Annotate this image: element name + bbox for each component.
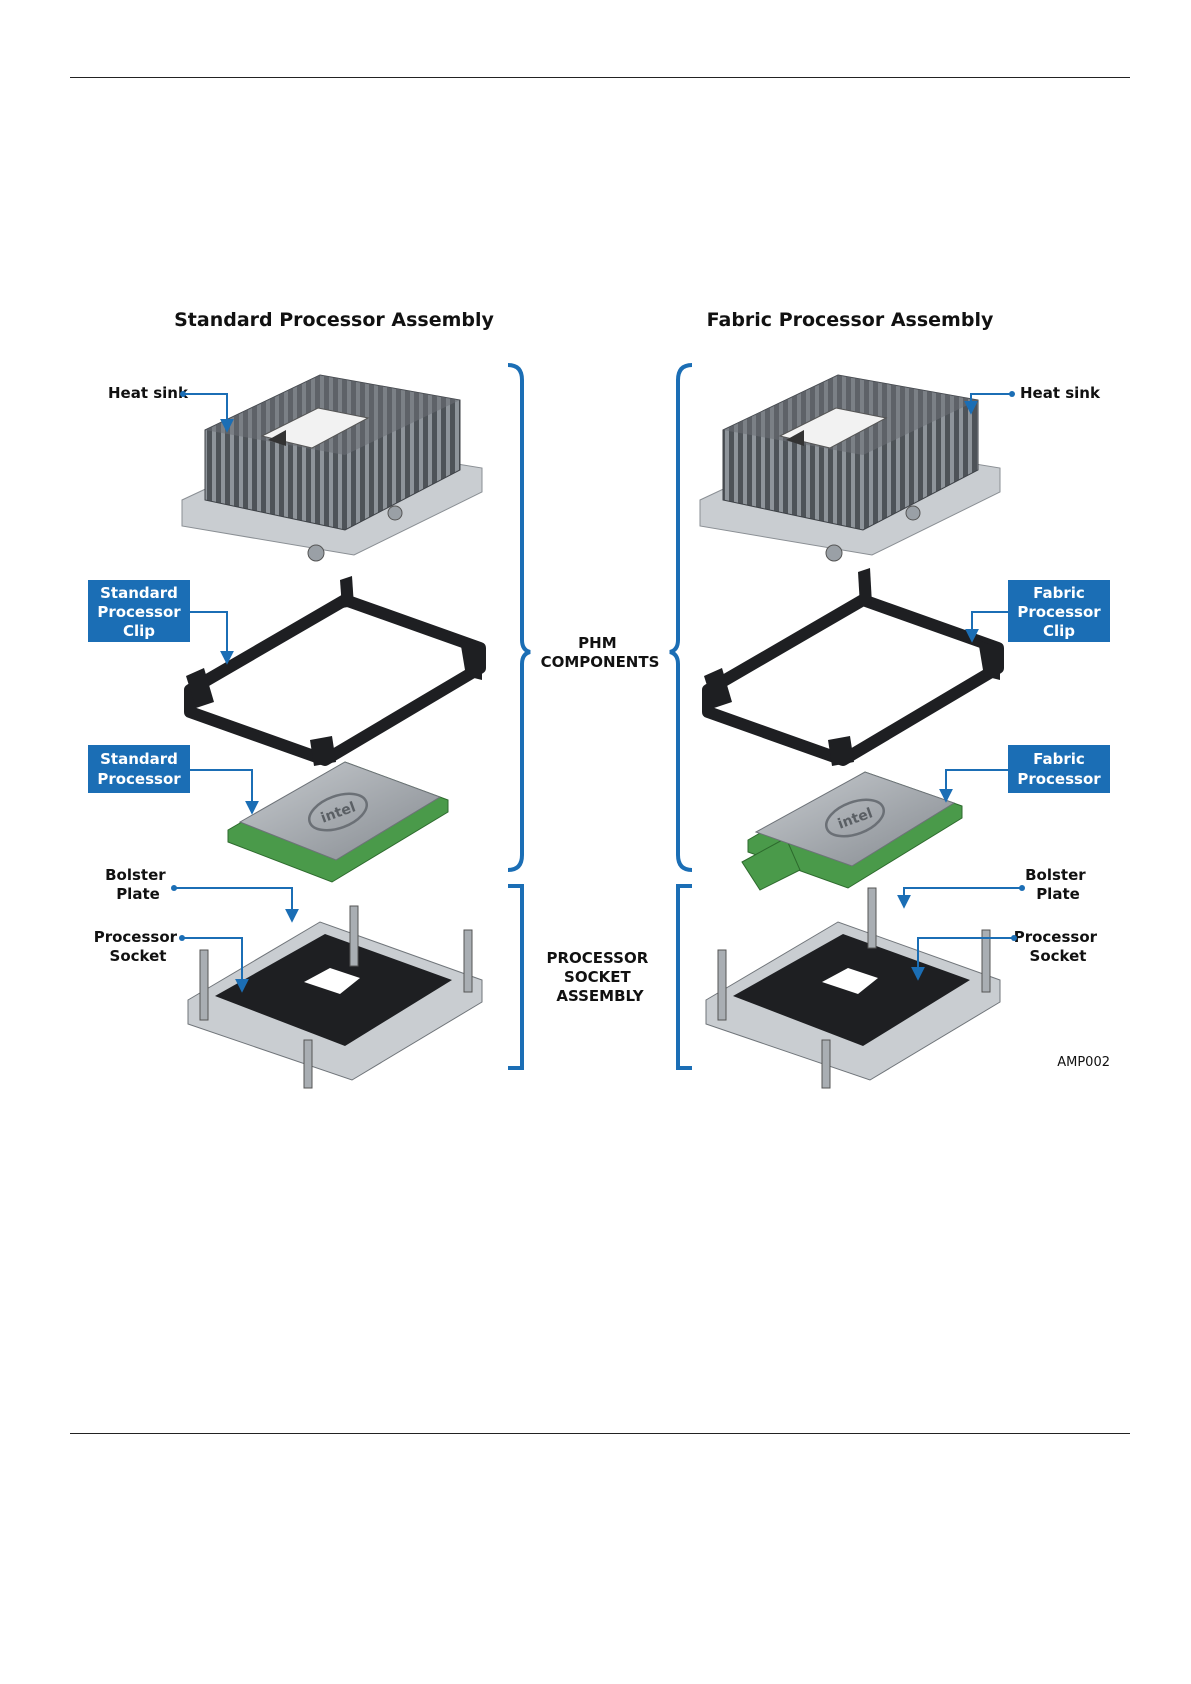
svg-text:Processor: Processor	[97, 603, 181, 621]
svg-text:Clip: Clip	[123, 622, 155, 640]
svg-text:Standard: Standard	[100, 584, 178, 602]
svg-text:Processor: Processor	[97, 770, 181, 788]
fabric-processor-callout: Fabric Processor	[1008, 745, 1110, 793]
phm-components-label: PHM COMPONENTS	[541, 634, 660, 671]
phm-left-brace	[508, 365, 530, 870]
standard-socket-label: Processor Socket	[94, 928, 183, 965]
socket-assembly-right-bracket	[678, 886, 692, 1068]
svg-text:Standard: Standard	[100, 750, 178, 768]
fabric-processor: intel	[742, 772, 962, 890]
standard-processor-leader	[190, 770, 252, 812]
fabric-socket-label: Processor Socket	[1014, 928, 1103, 965]
standard-clip-leader	[190, 612, 227, 662]
standard-socket-assembly	[188, 906, 482, 1088]
svg-text:Clip: Clip	[1043, 622, 1075, 640]
processor-socket-assembly-label: PROCESSOR SOCKET ASSEMBLY	[546, 949, 653, 1005]
phm-right-brace	[670, 365, 692, 870]
standard-assembly-title: Standard Processor Assembly	[174, 309, 494, 331]
svg-text:Processor: Processor	[1017, 603, 1101, 621]
standard-processor: intel	[228, 762, 448, 882]
standard-bolster-leader	[176, 888, 292, 920]
socket-assembly-left-bracket	[508, 886, 522, 1068]
fabric-processor-clip	[704, 568, 1000, 766]
svg-text:Fabric: Fabric	[1033, 750, 1085, 768]
standard-heat-sink-label: Heat sink	[108, 384, 189, 402]
standard-processor-callout: Standard Processor	[88, 745, 190, 793]
fabric-bolster-leader	[904, 888, 1020, 906]
fabric-heat-sink-label: Heat sink	[1020, 384, 1101, 402]
fabric-assembly-title: Fabric Processor Assembly	[707, 309, 994, 331]
fabric-clip-callout: Fabric Processor Clip	[1008, 580, 1110, 642]
fabric-processor-leader	[946, 770, 1008, 800]
svg-text:Fabric: Fabric	[1033, 584, 1085, 602]
fabric-bolster-plate-label: Bolster Plate	[1025, 866, 1091, 903]
figure-id: AMP002	[1057, 1055, 1110, 1070]
svg-text:Processor: Processor	[1017, 770, 1101, 788]
fabric-socket-assembly	[706, 888, 1000, 1088]
standard-bolster-plate-label: Bolster Plate	[105, 866, 171, 903]
fabric-heat-sink	[700, 375, 1000, 561]
standard-processor-clip	[186, 576, 482, 766]
standard-clip-callout: Standard Processor Clip	[88, 580, 190, 642]
